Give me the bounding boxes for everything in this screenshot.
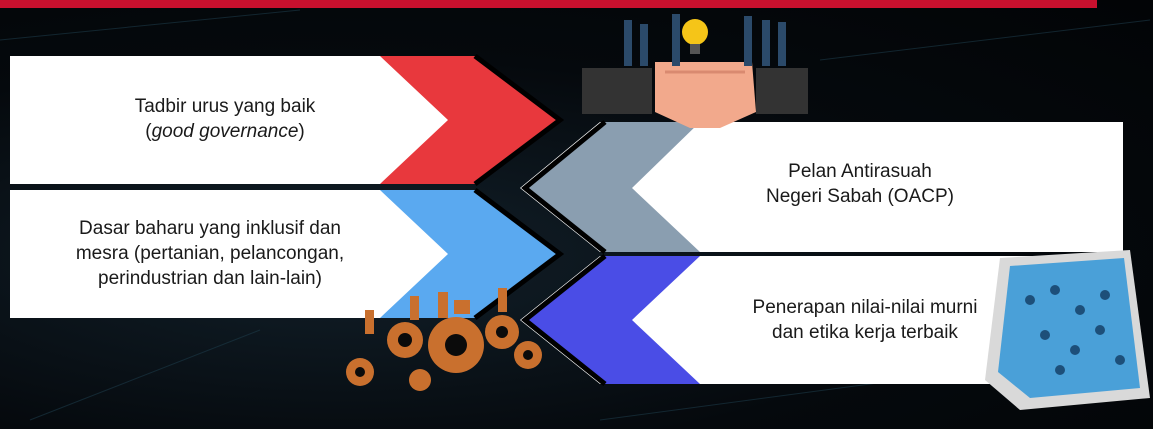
item-oacp: Pelan Antirasuah Negeri Sabah (OACP) — [700, 159, 1020, 209]
accent-bar — [0, 0, 1097, 8]
background-network — [0, 9, 1151, 421]
item-values: Penerapan nilai-nilai murni dan etika ke… — [700, 295, 1030, 345]
smartphone-crowd-icon — [985, 250, 1150, 410]
item-inclusive-policy-line3: perindustrian dan lain-lain) — [98, 268, 322, 289]
item-inclusive-policy-line2: mesra (pertanian, pelancongan, — [75, 243, 345, 264]
panel-oacp — [520, 122, 1123, 252]
item-good-governance-title: Tadbir urus yang baik — [134, 96, 316, 117]
item-inclusive-policy-line1: Dasar baharu yang inklusif dan — [79, 218, 341, 239]
item-good-governance-subtitle: (good governance) — [145, 121, 305, 142]
item-oacp-line2: Negeri Sabah (OACP) — [766, 186, 954, 207]
item-good-governance: Tadbir urus yang baik (good governance) — [60, 94, 390, 144]
item-values-line1: Penerapan nilai-nilai murni — [752, 297, 978, 318]
handshake-lightbulb-icon — [582, 14, 808, 128]
item-inclusive-policy: Dasar baharu yang inklusif dan mesra (pe… — [20, 216, 400, 291]
gears-workers-icon — [346, 288, 542, 391]
item-values-line2: dan etika kerja terbaik — [772, 322, 958, 343]
panel-values — [520, 256, 1123, 384]
item-oacp-line1: Pelan Antirasuah — [788, 161, 932, 182]
